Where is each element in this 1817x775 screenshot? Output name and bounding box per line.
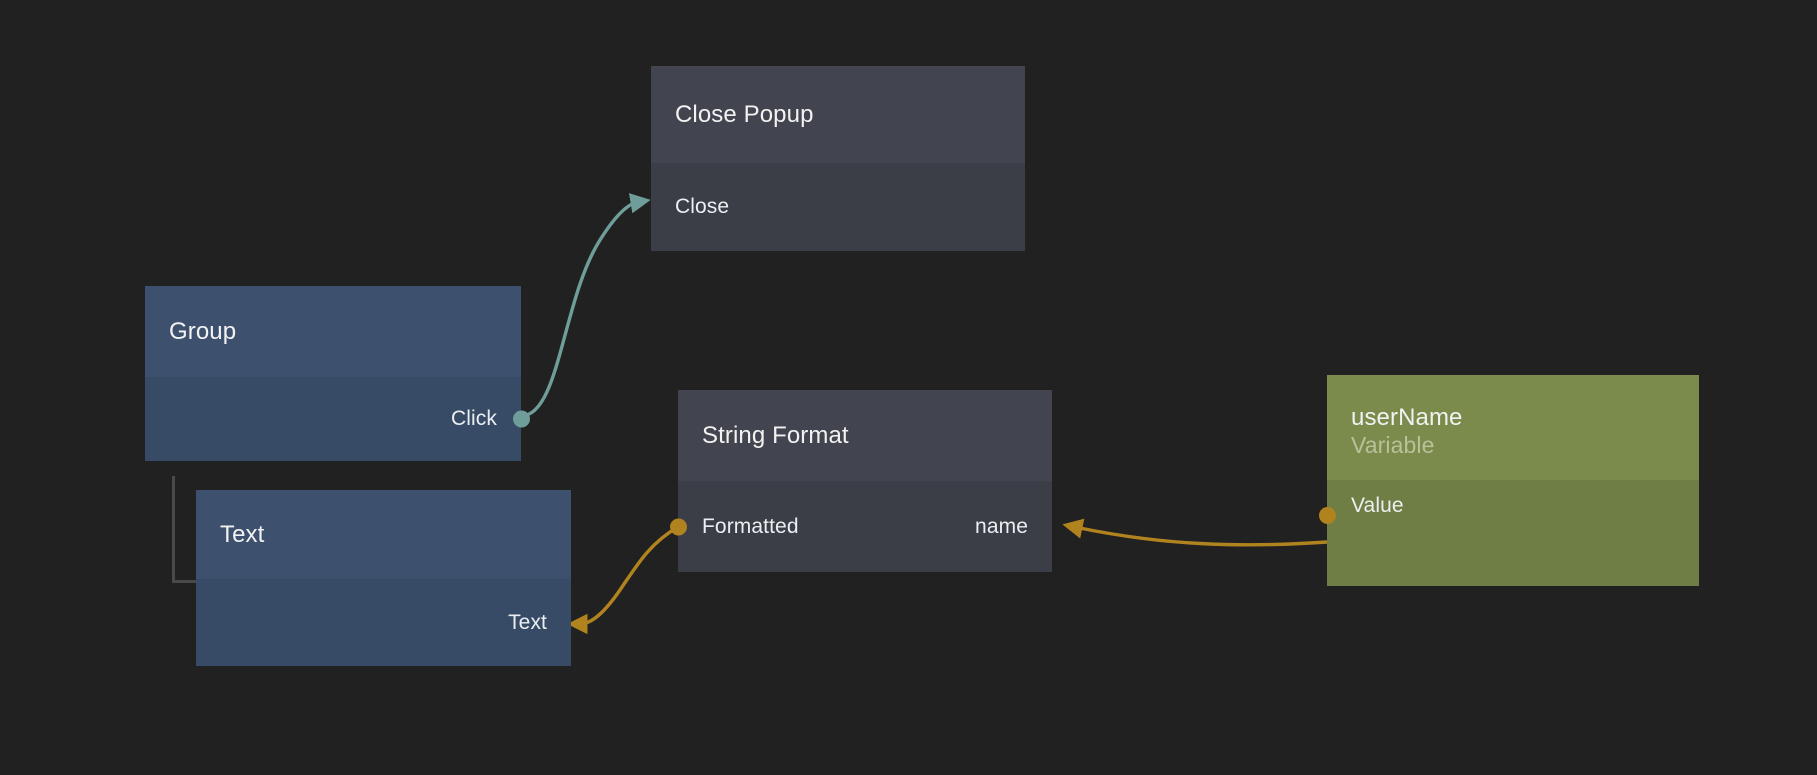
node-username-variable-title: userName — [1351, 404, 1463, 432]
port-row-text-input[interactable]: Text — [196, 579, 571, 666]
node-text-title: Text — [220, 520, 265, 548]
port-dot-click[interactable] — [512, 410, 530, 428]
port-label-name: name — [975, 514, 1028, 538]
node-string-format-header[interactable]: String Format — [678, 390, 1052, 481]
node-string-format[interactable]: String Format Formatted name — [669, 390, 1052, 572]
port-row-click[interactable]: Click — [145, 377, 521, 461]
port-row-close[interactable]: Close — [651, 163, 1025, 251]
port-label-close: Close — [675, 195, 730, 218]
hierarchy-connector-group-text — [172, 476, 201, 583]
port-dot-value[interactable] — [1318, 507, 1336, 524]
node-username-variable-subtitle: Variable — [1351, 432, 1435, 459]
node-text[interactable]: Text Text — [196, 490, 571, 666]
port-label-text: Text — [508, 610, 547, 634]
node-close-popup[interactable]: Close Popup Close — [651, 66, 1025, 251]
node-username-variable-header[interactable]: userName Variable — [1327, 375, 1699, 480]
node-group[interactable]: Group Click — [145, 286, 530, 461]
node-text-header[interactable]: Text — [196, 490, 571, 579]
node-text-body: Text — [196, 579, 571, 666]
port-label-click: Click — [451, 407, 497, 430]
node-close-popup-body: Close — [651, 163, 1025, 251]
node-string-format-body: Formatted name — [669, 481, 1052, 572]
wire-group-click-to-close-popup — [520, 193, 651, 418]
node-group-header[interactable]: Group — [145, 286, 521, 377]
node-username-variable-body: Value — [1318, 480, 1699, 586]
port-label-formatted: Formatted — [702, 514, 799, 538]
node-close-popup-title: Close Popup — [675, 100, 814, 128]
port-dot-formatted[interactable] — [669, 518, 687, 535]
node-group-title: Group — [169, 317, 237, 345]
port-row-formatted-name[interactable]: Formatted name — [678, 481, 1052, 572]
wire-value-to-name — [1062, 518, 1328, 547]
port-row-value[interactable]: Value — [1327, 480, 1699, 586]
node-username-variable[interactable]: userName Variable Value — [1318, 375, 1699, 586]
node-string-format-title: String Format — [702, 421, 849, 449]
node-close-popup-header[interactable]: Close Popup — [651, 66, 1025, 163]
node-group-body: Click — [145, 377, 530, 461]
port-label-value: Value — [1351, 494, 1404, 517]
wire-formatted-to-text — [567, 525, 679, 635]
